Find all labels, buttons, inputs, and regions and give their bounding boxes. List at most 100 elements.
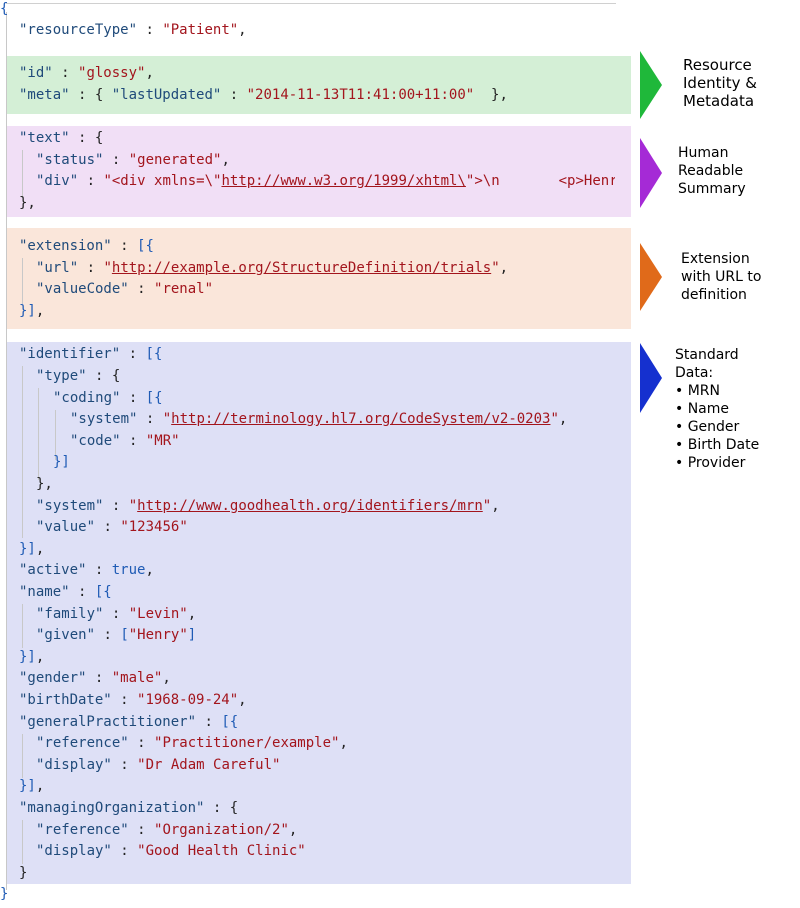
label-line: Summary: [678, 181, 746, 197]
json-punct: }: [19, 865, 28, 881]
json-string: "Good Health Clinic": [137, 843, 306, 859]
indent-guide-text: [22, 150, 23, 198]
indent-guide-organization: [22, 820, 23, 864]
json-string: ": [491, 260, 500, 276]
json-punct: : {: [204, 800, 239, 816]
arrow-extension-icon: [640, 243, 662, 311]
code-line: "text" : {: [19, 128, 649, 150]
json-string: "Organization/2": [154, 822, 289, 838]
json-key: "resourceType": [19, 22, 138, 38]
json-bracket: [{: [145, 346, 163, 362]
json-punct: :: [111, 692, 138, 708]
json-punct: ,: [145, 562, 154, 578]
json-punct: ,: [221, 152, 230, 168]
json-punct: :: [221, 87, 247, 103]
json-string: ": [162, 411, 172, 427]
code-line: "gender" : "male",: [19, 668, 649, 690]
json-key: "active": [19, 562, 87, 578]
json-string: "Patient": [162, 22, 239, 38]
json-key: "system": [70, 411, 138, 427]
code-line: "div" : "<div xmlns=\"http://www.w3.org/…: [36, 171, 615, 193]
json-string: ": [103, 260, 112, 276]
code-line: },: [36, 474, 666, 496]
label-extension: Extension with URL to definition: [681, 250, 761, 304]
json-string: ": [482, 498, 492, 514]
code-line: "url" : "http://example.org/StructureDef…: [36, 258, 666, 280]
json-key: "managingOrganization": [19, 800, 205, 816]
code-line: "family" : "Levin",: [36, 604, 666, 626]
code-line: },: [19, 193, 649, 215]
json-punct: ,: [145, 65, 154, 81]
json-key: "given": [36, 627, 96, 643]
indent-guide-extension: [22, 258, 23, 304]
code-line: "given" : ["Henry"]: [36, 625, 666, 647]
code-line: }]: [53, 452, 683, 474]
indent-guide-practitioner: [22, 734, 23, 778]
json-bracket: [{: [145, 390, 163, 406]
editor-top-border: [6, 3, 616, 4]
json-punct: :: [103, 606, 129, 622]
code-line: "active" : true,: [19, 560, 649, 582]
json-punct: :: [95, 519, 121, 535]
json-url-link[interactable]: http://www.w3.org/1999/xhtml\: [221, 173, 466, 189]
json-key: "system": [36, 498, 104, 514]
json-punct: :: [128, 822, 155, 838]
json-punct: },: [474, 87, 508, 103]
band-standard-data: [6, 342, 631, 884]
label-line: Standard: [675, 347, 739, 363]
json-punct: :: [111, 843, 138, 859]
json-url-link[interactable]: http://terminology.hl7.org/CodeSystem/v2…: [171, 411, 551, 427]
code-line: "identifier" : [{: [19, 344, 649, 366]
json-string: ": [128, 498, 138, 514]
json-key: "display": [36, 757, 112, 773]
json-punct: ,: [558, 411, 568, 427]
json-bracket: true: [111, 562, 146, 578]
json-key: "div": [36, 173, 79, 189]
json-key: "type": [36, 368, 87, 384]
json-key: "text": [19, 130, 70, 146]
json-punct: :: [95, 627, 121, 643]
code-line: "value" : "123456": [36, 517, 666, 539]
json-punct: :: [103, 152, 129, 168]
json-bracket: [{: [137, 238, 154, 254]
json-punct: :: [86, 562, 112, 578]
json-key: "lastUpdated": [111, 87, 222, 103]
json-bracket: }]: [19, 649, 36, 665]
json-bracket: [{: [221, 714, 239, 730]
json-bracket: ]: [187, 627, 197, 643]
code-line: "name" : [{: [19, 582, 649, 604]
json-punct: ,: [35, 541, 45, 557]
json-string: ">\n <p>Henry Levin the 7th</p>\n </div>…: [465, 173, 615, 189]
json-key: "birthDate": [19, 692, 112, 708]
json-punct: :: [103, 498, 129, 514]
code-line: }],: [19, 539, 649, 561]
code-line: "coding" : [{: [53, 388, 683, 410]
label-human-readable: Human Readable Summary: [678, 144, 746, 198]
json-bracket: }]: [19, 778, 36, 794]
code-line: "display" : "Dr Adam Careful": [36, 755, 666, 777]
json-punct: ,: [35, 778, 45, 794]
indent-guide-identifier: [22, 366, 23, 538]
json-punct: :: [137, 22, 163, 38]
json-bracket: [: [120, 627, 129, 643]
json-key: "id": [19, 65, 53, 81]
code-line: "type" : {: [36, 366, 666, 388]
code-line: "system" : "http://terminology.hl7.org/C…: [70, 409, 700, 431]
label-line: Readable: [678, 163, 744, 179]
label-line: • MRN: [675, 383, 720, 399]
json-punct: ,: [238, 692, 247, 708]
json-string: "1968-09-24": [137, 692, 239, 708]
json-punct: ,: [491, 498, 500, 514]
indent-guide-root: [6, 12, 7, 890]
json-key: "reference": [36, 735, 129, 751]
json-url-link[interactable]: http://www.goodhealth.org/identifiers/mr…: [137, 498, 483, 514]
json-punct: ,: [499, 260, 509, 276]
json-bracket: }]: [19, 541, 36, 557]
json-url-link[interactable]: http://example.org/StructureDefinition/t…: [111, 260, 492, 276]
json-key: "reference": [36, 822, 129, 838]
json-punct: ,: [187, 606, 197, 622]
arrow-identity-icon: [640, 51, 662, 119]
json-punct: :: [120, 390, 146, 406]
json-string: "Practitioner/example": [154, 735, 340, 751]
